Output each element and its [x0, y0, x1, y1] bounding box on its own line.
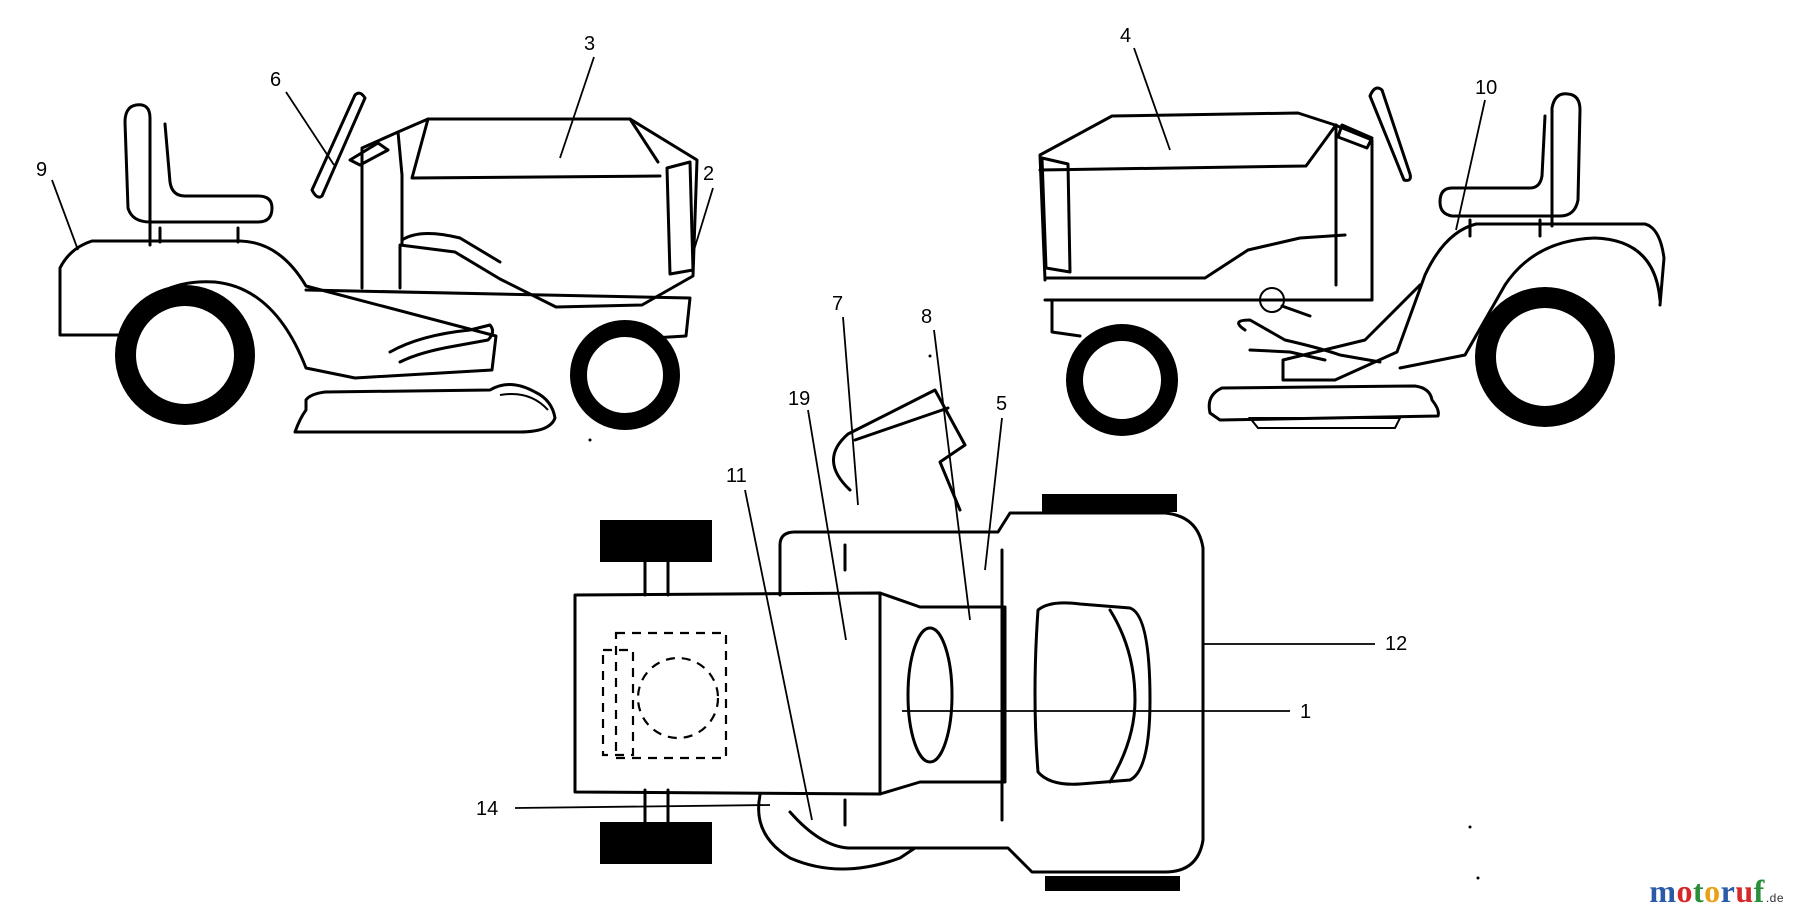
logo-letter: o — [1676, 873, 1693, 909]
tractor-top-view — [573, 388, 1205, 891]
callout-4: 4 — [1120, 25, 1131, 47]
motoruf-logo: motoruf.de — [1649, 873, 1784, 910]
tractor-left-side-view — [58, 91, 699, 434]
callout-3: 3 — [584, 33, 595, 55]
tractor-right-side-view — [1038, 86, 1666, 436]
callout-14: 14 — [476, 798, 498, 820]
front-wheel-right — [1045, 876, 1180, 891]
callout-5: 5 — [996, 393, 1007, 415]
callout-19: 19 — [788, 388, 810, 410]
logo-letter: r — [1720, 873, 1736, 909]
callout-2: 2 — [703, 163, 714, 185]
callout-labels: 1 2 3 4 5 6 7 8 9 10 11 12 14 — [36, 25, 1497, 821]
callout-12: 12 — [1385, 633, 1407, 655]
callout-8: 8 — [921, 306, 932, 328]
callout-1: 1 — [1300, 701, 1311, 723]
rear-wheel-right — [600, 822, 712, 864]
callout-11: 11 — [726, 465, 747, 487]
rear-wheel-left — [600, 520, 712, 562]
logo-letter: m — [1649, 873, 1677, 909]
logo-letter: u — [1735, 873, 1754, 909]
logo-letter: f — [1753, 873, 1765, 909]
logo-domain: .de — [1765, 891, 1784, 905]
logo-letter: o — [1704, 873, 1721, 909]
callout-6: 6 — [270, 69, 281, 91]
callout-7: 7 — [832, 293, 843, 315]
front-wheel-left — [1042, 494, 1177, 512]
callout-10: 10 — [1475, 77, 1497, 99]
logo-letter: t — [1693, 873, 1705, 909]
callout-9: 9 — [36, 159, 47, 181]
